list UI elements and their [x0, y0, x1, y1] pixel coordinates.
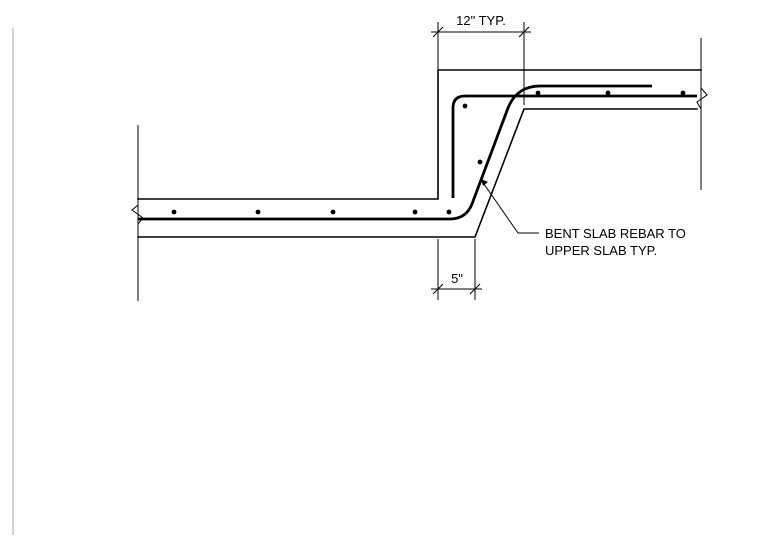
rebar-dot	[446, 209, 452, 215]
dimension-top: 12" TYP.	[431, 13, 531, 105]
rebar-dot	[605, 90, 611, 96]
dimension-bottom: 5"	[431, 239, 482, 300]
rebar-dot	[680, 90, 686, 96]
bent-rebar-top	[451, 94, 697, 198]
rebar-dot	[535, 90, 541, 96]
callout-text-line1: BENT SLAB REBAR TO	[545, 226, 686, 241]
callout-text-line2: UPPER SLAB TYP.	[545, 243, 657, 258]
break-line-left	[131, 199, 144, 237]
bent-rebar-bottom	[138, 84, 652, 221]
rebar-dot	[255, 209, 261, 215]
rebar-dot	[171, 209, 177, 215]
break-line-right	[696, 70, 708, 110]
dimension-bottom-label: 5"	[451, 271, 463, 286]
slab-bottom-outline	[137, 108, 698, 238]
slab-top-outline	[137, 69, 702, 200]
rebar-dot	[462, 103, 468, 109]
callout-leader	[481, 179, 539, 234]
rebar-dot	[412, 209, 418, 215]
rebar-dot	[477, 159, 483, 165]
dimension-top-label: 12" TYP.	[456, 13, 506, 28]
rebar-dot	[330, 209, 336, 215]
